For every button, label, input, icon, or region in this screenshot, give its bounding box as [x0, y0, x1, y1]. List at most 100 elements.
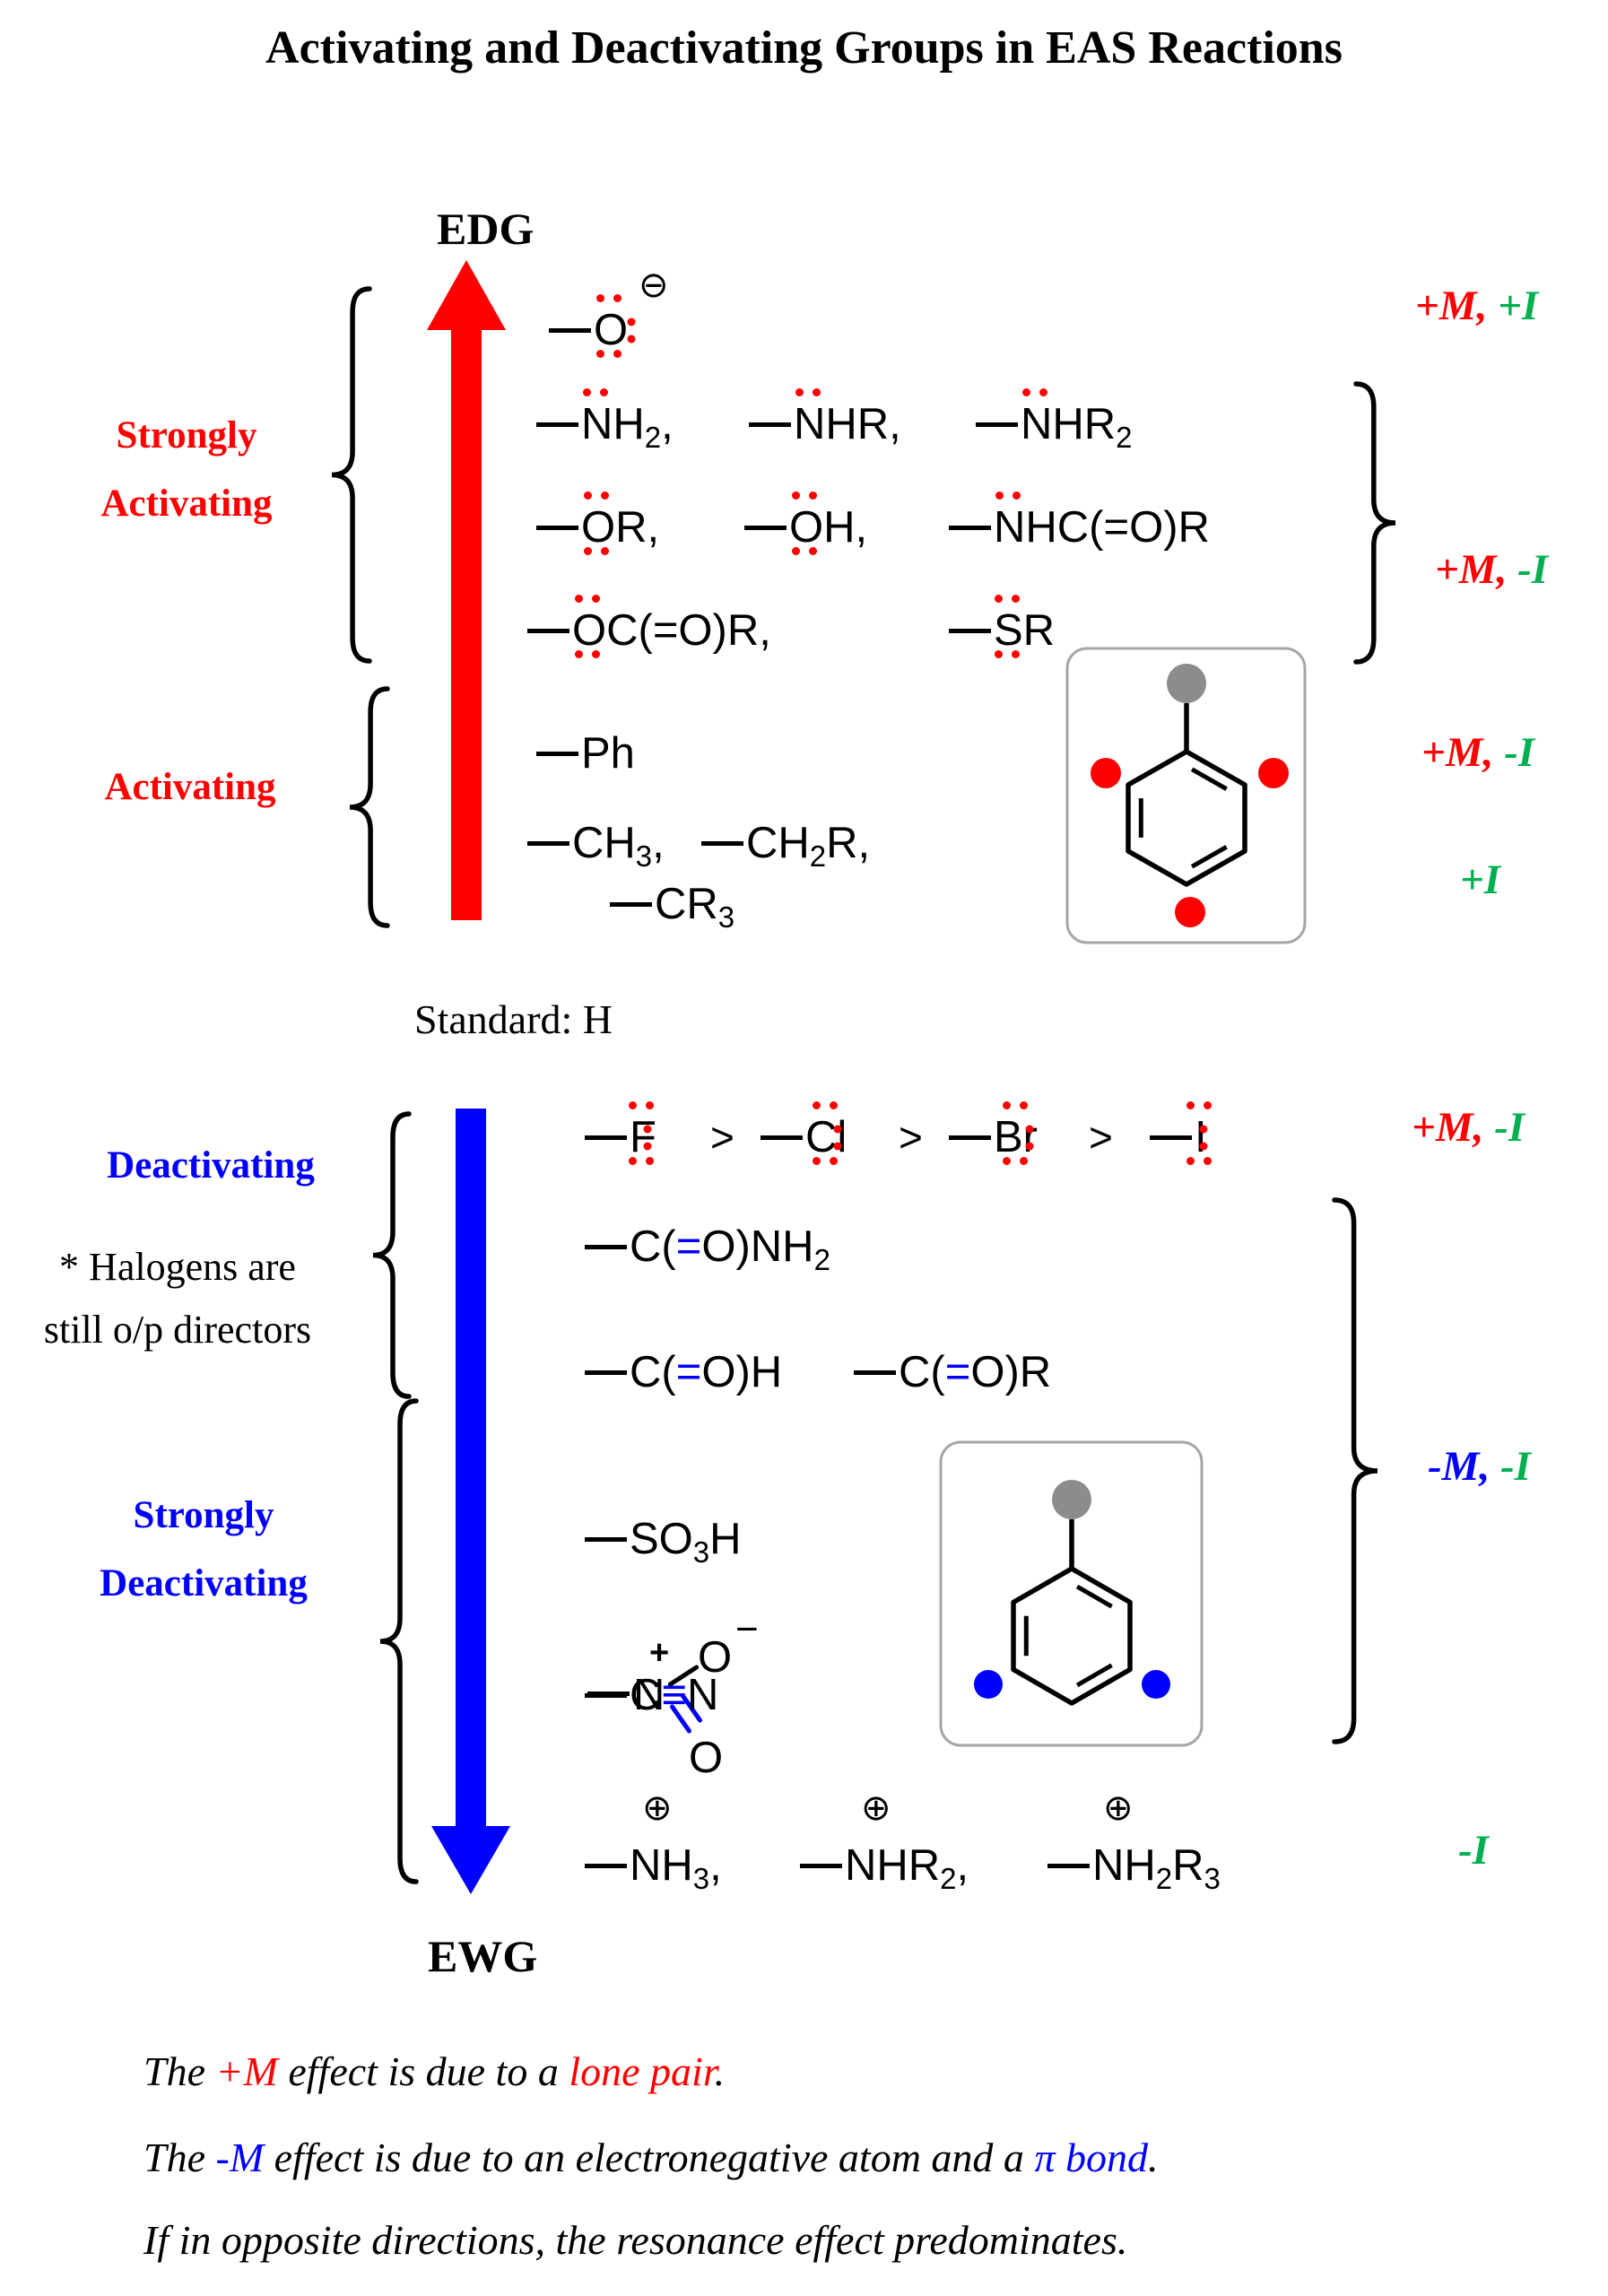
formula-text: 3 — [692, 1862, 710, 1895]
electron-dot — [830, 1157, 838, 1165]
formula-text: , — [647, 503, 660, 552]
bond-line — [949, 1135, 991, 1140]
category-label-activating: Activating — [104, 753, 275, 822]
footnote-part: . — [714, 2048, 726, 2094]
aromatic-inner-bond — [1190, 845, 1228, 869]
electron-dot — [601, 491, 609, 500]
bond-line — [949, 526, 991, 530]
ewg-label: EWG — [428, 1931, 538, 1981]
chem-group-nh2: NH2, — [536, 388, 674, 452]
effect-part: +M, — [1415, 283, 1488, 329]
formula-text: OR — [581, 503, 648, 552]
note-line: still o/p directors — [43, 1308, 312, 1352]
effect-part: +M, — [1412, 1104, 1484, 1151]
lone-pair-dots — [1022, 388, 1047, 396]
edg-label: EDG — [437, 204, 535, 254]
director-position-dot — [1091, 758, 1121, 788]
category-label-line: Strongly — [133, 1494, 274, 1536]
formula-text: 2 — [1116, 421, 1133, 454]
electron-dot — [833, 1142, 842, 1151]
footnote-part: If in opposite directions, the resonance… — [143, 2217, 1128, 2263]
chem-group-ch2r: CH2R, — [701, 818, 871, 871]
formula-text: CH — [746, 819, 810, 867]
formula-text: , — [652, 819, 665, 867]
charge-symbol-oplus-nh3: ⊕ — [642, 1787, 673, 1829]
lone-pair-dots — [1003, 1157, 1028, 1165]
electron-dot — [809, 491, 817, 500]
electron-dot — [813, 1157, 821, 1165]
footnote-part: π bond — [1034, 2135, 1148, 2180]
electron-dot — [1012, 595, 1020, 603]
formula-text: = — [675, 1222, 702, 1271]
formula-text: 3 — [692, 1535, 710, 1569]
formula-text: O)H — [701, 1348, 783, 1396]
effect-part: +M, — [1435, 546, 1508, 593]
electron-dot — [643, 1125, 652, 1134]
formula-text: , — [956, 1841, 969, 1890]
formula-text: > — [899, 1114, 923, 1161]
chem-group-nh3-plus: NH3, — [585, 1840, 722, 1893]
electron-dot — [583, 388, 591, 396]
bond-line — [585, 1864, 627, 1868]
lone-pair-dots — [629, 1101, 654, 1109]
formula-text: , — [857, 819, 871, 867]
electron-dot — [995, 491, 1004, 500]
nitro-group: N + O − O — [574, 1607, 789, 1803]
lone-pair-dots — [792, 547, 817, 555]
electron-dot — [813, 1101, 821, 1109]
footnote-part: . — [1147, 2135, 1159, 2180]
chem-group-nhc-o-r: NHC(=O)R — [949, 491, 1210, 552]
formula-text: 2 — [644, 421, 662, 454]
lone-pair-dots — [833, 1125, 842, 1151]
formula-text: O)NH — [701, 1222, 814, 1271]
brace-activating — [349, 686, 390, 928]
electron-dot — [575, 650, 583, 658]
formula-text: CR — [655, 880, 718, 928]
footnote-part: -M — [215, 2135, 274, 2180]
category-label-line: Strongly — [116, 414, 257, 457]
lone-pair-dots — [583, 388, 608, 396]
bond-line — [800, 1864, 842, 1868]
lone-pair-dots — [596, 350, 621, 358]
lone-pair-dots — [813, 1101, 838, 1109]
bond-line — [527, 629, 569, 633]
lone-pair-dots — [813, 1157, 838, 1165]
director-position-dot — [1142, 1670, 1170, 1699]
chem-group-oc-o-r: OC(=O)R, — [527, 595, 771, 658]
nitro-plus-charge: + — [649, 1634, 670, 1672]
chem-group-so3h: SO3H — [585, 1514, 742, 1567]
electron-dot — [1204, 1101, 1212, 1109]
electron-dot — [1020, 1101, 1028, 1109]
category-label-line: Activating — [100, 483, 273, 525]
footnote-part: effect is due to a — [288, 2048, 569, 2094]
effect-part: +I — [1460, 857, 1501, 903]
charge-symbol-oplus-nh2r3: ⊕ — [1103, 1787, 1134, 1829]
substituent-circle — [1167, 664, 1206, 703]
electron-dot — [596, 294, 604, 302]
brace-strongly-activating — [331, 286, 372, 664]
footnote-part: lone pair — [569, 2048, 715, 2094]
formula-text: F — [630, 1113, 656, 1161]
charge-symbol-ominus-o: ⊖ — [639, 265, 669, 306]
formula-text: C( — [630, 1348, 676, 1396]
chem-group-c-o-nh2: C(=O)NH2 — [585, 1222, 830, 1274]
formula-text: R — [826, 819, 858, 867]
formula-text: 2 — [1155, 1862, 1173, 1895]
lone-pair-dots — [995, 650, 1020, 658]
electron-dot — [613, 350, 621, 358]
formula-text: , — [855, 503, 868, 552]
bond-line — [610, 902, 652, 907]
electron-dot — [792, 547, 800, 555]
benzene-ring — [1011, 1566, 1133, 1706]
electron-dot — [833, 1125, 842, 1134]
electron-dot — [1020, 1157, 1028, 1165]
brace-strongly-deactivating — [379, 1398, 419, 1884]
formula-text: NHR — [1021, 400, 1117, 448]
lone-pair-dots — [575, 650, 600, 658]
electron-dot — [575, 595, 583, 603]
chem-group-nh2r3-plus: NH2R3 — [1047, 1840, 1221, 1893]
chem-group-cr3: CR3 — [610, 879, 734, 932]
formula-text: O)R — [970, 1348, 1052, 1396]
formula-text: NHR — [794, 400, 890, 448]
